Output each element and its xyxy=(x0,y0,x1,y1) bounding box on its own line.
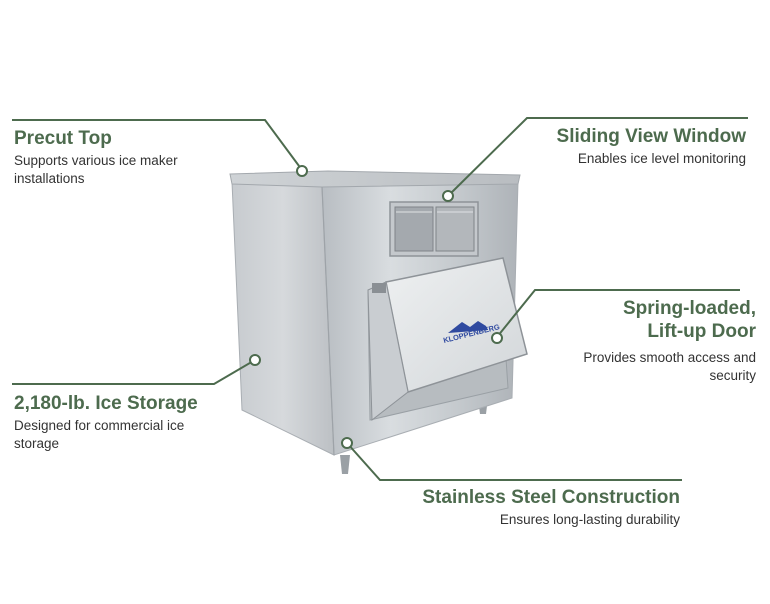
sliding-window-title: Sliding View Window xyxy=(556,126,746,147)
lift-door-desc-line2: security xyxy=(709,368,756,383)
ice-storage-title: 2,180-lb. Ice Storage xyxy=(14,393,198,414)
callout-precut-top: Precut Top Supports various ice maker in… xyxy=(14,127,178,188)
callout-sliding-view-window: Sliding View Window Enables ice level mo… xyxy=(557,125,746,168)
ice-storage-desc-line1: Designed for commercial ice xyxy=(14,418,185,433)
precut-top-desc-line1: Supports various ice maker xyxy=(14,153,178,168)
callout-stainless-steel: Stainless Steel Construction Ensures lon… xyxy=(422,486,680,529)
callout-dots xyxy=(249,165,503,449)
bin-side-panel xyxy=(231,181,335,456)
bin-precut-top xyxy=(229,170,521,188)
precut-top-title: Precut Top xyxy=(14,128,112,149)
precut-top-desc-line2: installations xyxy=(14,171,85,186)
lift-door-desc-line1: Provides smooth access and xyxy=(583,350,756,365)
callout-lift-up-door: Spring-loaded, Lift-up Door Provides smo… xyxy=(583,297,756,385)
stainless-title: Stainless Steel Construction xyxy=(422,487,680,508)
lift-door-title-line1: Spring-loaded, xyxy=(623,298,756,319)
stainless-desc: Ensures long-lasting durability xyxy=(499,512,680,527)
sliding-window-desc: Enables ice level monitoring xyxy=(577,151,746,166)
lift-door-title-line2: Lift-up Door xyxy=(647,321,756,342)
ice-storage-desc-line2: storage xyxy=(14,436,60,451)
lift-up-door: KLOPPENBERG xyxy=(367,257,528,421)
precut-top-desc: Supports various ice maker installations xyxy=(14,152,178,188)
lift-door-desc: Provides smooth access and security xyxy=(583,349,756,385)
sliding-view-window xyxy=(389,201,479,257)
leader-lines xyxy=(12,117,748,481)
callout-ice-storage: 2,180-lb. Ice Storage Designed for comme… xyxy=(14,392,198,453)
ice-storage-desc: Designed for commercial ice storage xyxy=(14,417,198,453)
